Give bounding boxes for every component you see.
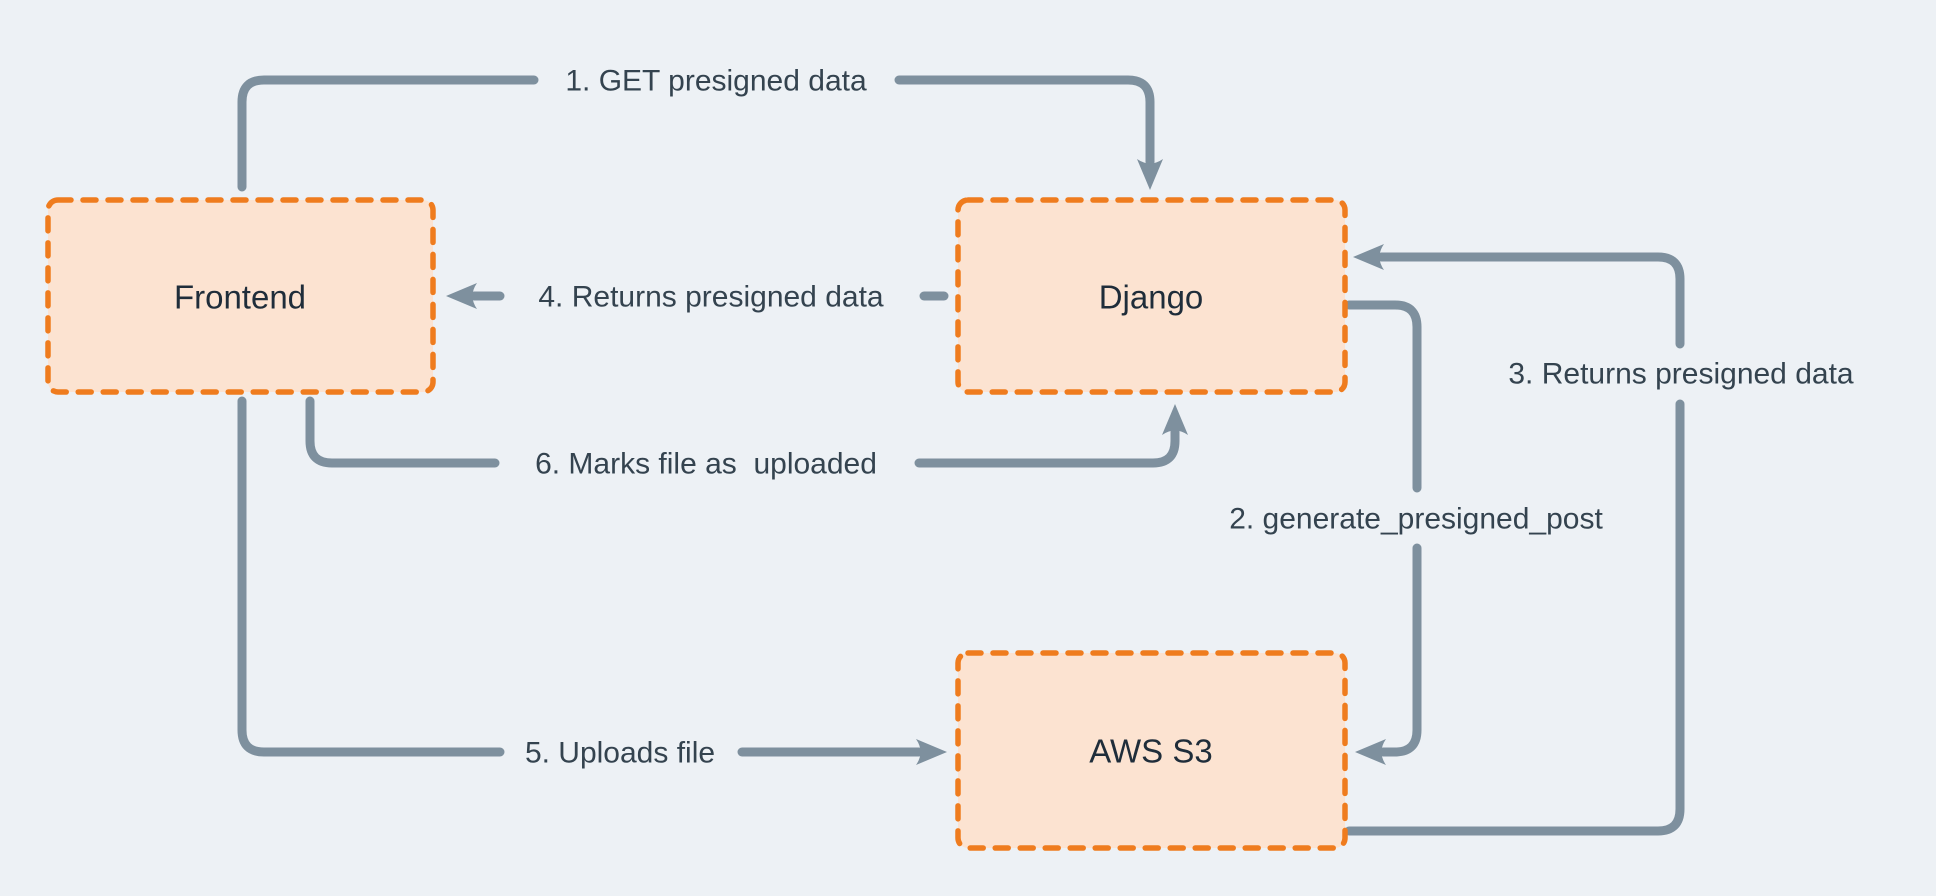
- node-aws-s3: [955, 650, 1348, 851]
- edge-2-end-segment: [1355, 543, 1422, 765]
- edge-4-label: 4. Returns presigned data: [538, 281, 884, 314]
- node-django: [955, 197, 1348, 395]
- edge-3-start-segment: [1344, 399, 1685, 836]
- edge-2-start-segment: [1344, 300, 1422, 493]
- edge-6-label: 6. Marks file as uploaded: [535, 448, 877, 481]
- edge-1-end-segment: [894, 75, 1163, 190]
- edge-5-start-segment: [237, 396, 505, 757]
- node-aws-s3-label: AWS S3: [1089, 733, 1212, 770]
- node-frontend: [45, 197, 436, 395]
- edge-6-end-segment: [914, 404, 1188, 468]
- edge-1-label: 1. GET presigned data: [565, 65, 867, 98]
- edge-3-end-segment: [1353, 244, 1685, 349]
- edge-3-label: 3. Returns presigned data: [1508, 358, 1854, 391]
- node-django-label: Django: [1099, 279, 1204, 316]
- node-frontend-label: Frontend: [174, 279, 306, 316]
- edge-1-start-segment: [237, 75, 539, 192]
- edge-6-start-segment: [305, 396, 500, 468]
- edge-5-label: 5. Uploads file: [525, 737, 715, 770]
- edge-2-label: 2. generate_presigned_post: [1229, 503, 1603, 536]
